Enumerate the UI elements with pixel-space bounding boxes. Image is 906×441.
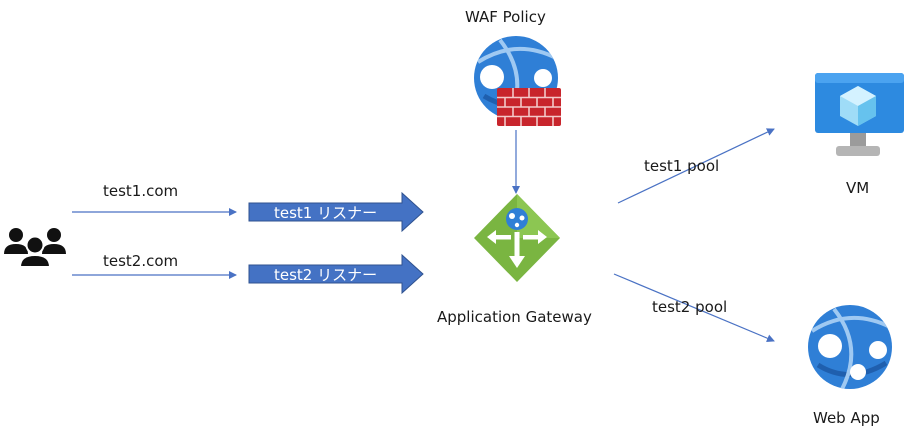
users-icon (4, 228, 66, 268)
app-gateway-label: Application Gateway (437, 308, 592, 326)
listener2-arrow: test2 リスナー (248, 253, 424, 295)
connector-gateway-to-webapp (613, 273, 775, 342)
pool1-label: test1 pool (644, 157, 720, 175)
web-app-label: Web App (813, 409, 880, 427)
web-app-icon (808, 305, 892, 389)
virtual-machine-icon (815, 73, 904, 156)
listener2-label: test2 リスナー (274, 266, 377, 284)
application-gateway-icon (474, 194, 560, 282)
firewall-icon (497, 88, 561, 126)
waf-policy-label: WAF Policy (465, 8, 546, 26)
listener1-label: test1 リスナー (274, 204, 377, 222)
connector-gateway-to-vm (617, 128, 775, 204)
pool2-label: test2 pool (652, 298, 728, 316)
domain1-label: test1.com (103, 182, 179, 200)
domain2-label: test2.com (103, 252, 179, 270)
vm-label: VM (846, 179, 870, 197)
listener1-arrow: test1 リスナー (248, 191, 424, 233)
